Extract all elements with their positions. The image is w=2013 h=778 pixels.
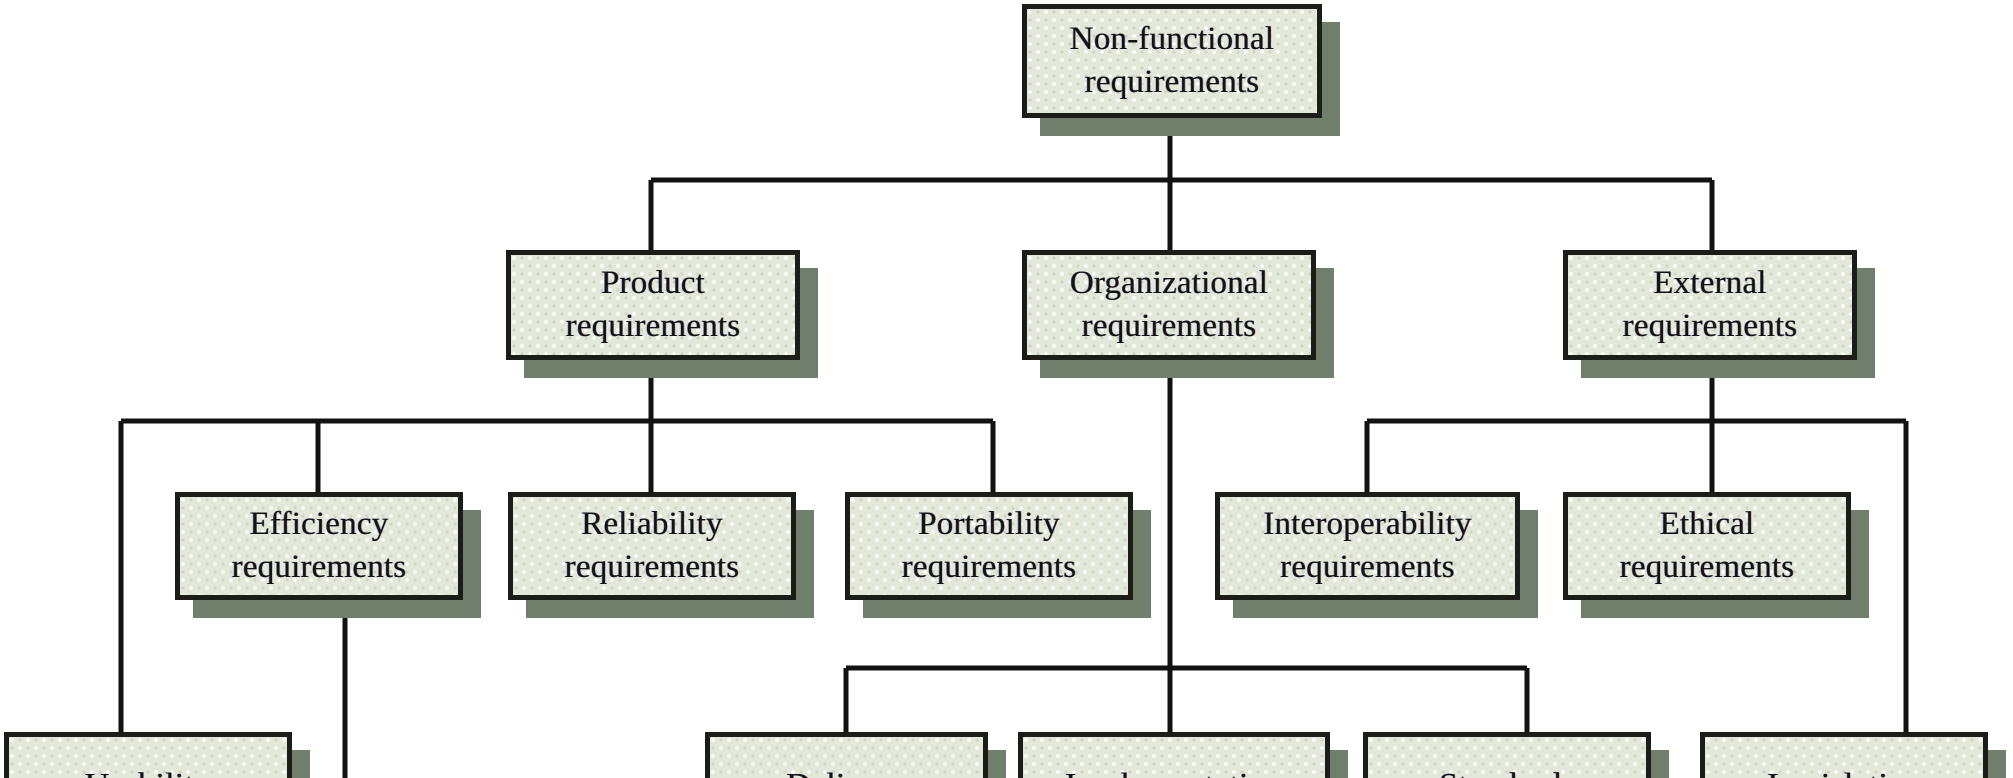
node-face: Standards: [1363, 732, 1651, 778]
node-face: Implementation: [1018, 732, 1330, 778]
node-face: Product requirements: [506, 250, 800, 360]
node-label-line1: Ethical: [1659, 506, 1755, 543]
node-face: Ethical requirements: [1563, 492, 1851, 600]
node-usability[interactable]: Usability: [4, 732, 310, 778]
node-delivery[interactable]: Delivery: [705, 732, 1006, 778]
node-label-line1: Product: [600, 265, 706, 302]
node-label-line1: Legislative: [1767, 764, 1920, 778]
node-label-line1: Portability: [918, 506, 1060, 543]
node-label-line1: Implementation: [1065, 764, 1283, 778]
node-label-line1: Interoperability: [1263, 506, 1472, 543]
node-label-line2: requirements: [901, 549, 1077, 585]
node-organizational-requirements[interactable]: Organizational requirements: [1022, 250, 1334, 378]
node-face: Organizational requirements: [1022, 250, 1316, 360]
node-label-line2: requirements: [1280, 549, 1455, 585]
node-label-line2: requirements: [564, 549, 740, 585]
node-face: Efficiency requirements: [175, 492, 463, 600]
node-legislative[interactable]: Legislative: [1700, 732, 2006, 778]
node-face: Interoperability requirements: [1215, 492, 1520, 600]
node-label-line1: Organizational: [1069, 265, 1269, 302]
node-face: Portability requirements: [845, 492, 1133, 600]
node-label-line2: requirements: [1619, 549, 1795, 585]
node-label-line1: External: [1653, 265, 1767, 302]
node-label-line1: Reliability: [581, 506, 723, 543]
node-implementation[interactable]: Implementation: [1018, 732, 1348, 778]
node-label-line2: requirements: [1081, 308, 1257, 344]
node-label-line2: requirements: [565, 308, 741, 344]
node-label-line2: requirements: [1622, 308, 1798, 344]
node-face: Reliability requirements: [508, 492, 796, 600]
node-label-line2: requirements: [231, 549, 407, 585]
node-label-line1: Usability: [85, 764, 211, 778]
node-efficiency-requirements[interactable]: Efficiency requirements: [175, 492, 481, 618]
node-face: External requirements: [1563, 250, 1857, 360]
node-ethical-requirements[interactable]: Ethical requirements: [1563, 492, 1869, 618]
node-label-line1: Delivery: [786, 764, 907, 778]
node-label-line2: requirements: [1084, 64, 1260, 100]
node-face: Usability: [4, 732, 292, 778]
node-external-requirements[interactable]: External requirements: [1563, 250, 1875, 378]
node-label-line1: Efficiency: [249, 506, 389, 543]
node-standards[interactable]: Standards: [1363, 732, 1669, 778]
node-face: Non-functional requirements: [1022, 4, 1322, 118]
node-portability-requirements[interactable]: Portability requirements: [845, 492, 1151, 618]
node-product-requirements[interactable]: Product requirements: [506, 250, 818, 378]
node-label-line1: Non-functional: [1069, 21, 1275, 58]
node-face: Legislative: [1700, 732, 1988, 778]
node-reliability-requirements[interactable]: Reliability requirements: [508, 492, 814, 618]
node-label-line1: Standards: [1439, 764, 1575, 778]
node-non-functional-requirements[interactable]: Non-functional requirements: [1022, 4, 1340, 136]
node-face: Delivery: [705, 732, 988, 778]
node-interoperability-requirements[interactable]: Interoperability requirements: [1215, 492, 1538, 618]
